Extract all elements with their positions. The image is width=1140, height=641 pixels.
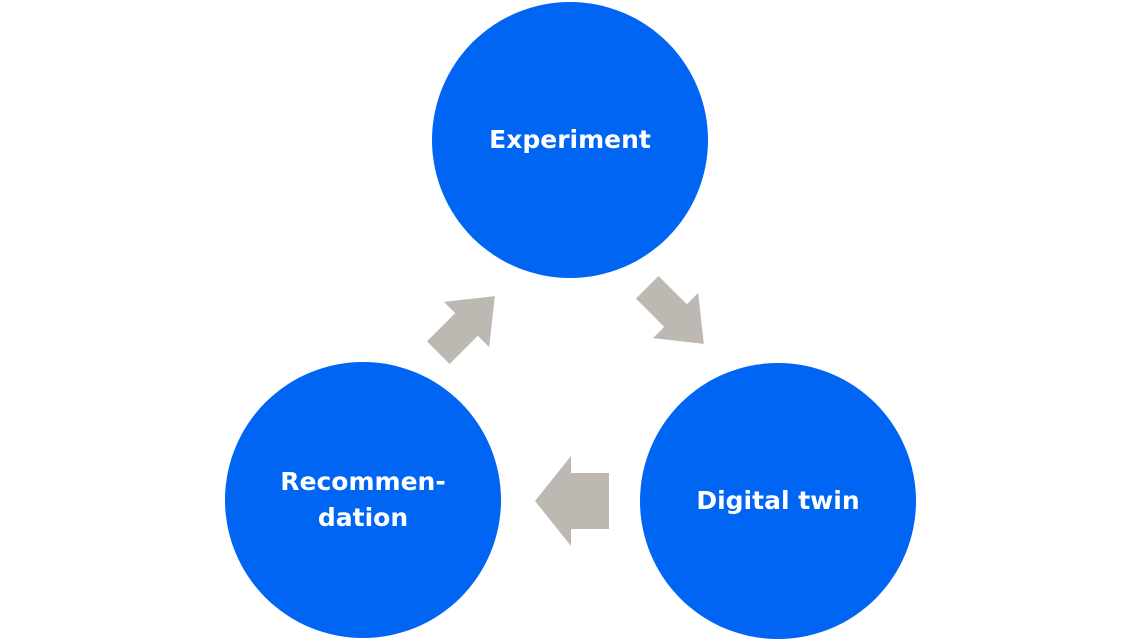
arrow-digital-twin-to-recommendation [535, 456, 609, 546]
node-label-digital-twin: Digital twin [696, 486, 860, 515]
node-label-experiment: Experiment [489, 125, 651, 154]
arrow-recommendation-to-experiment [426, 296, 495, 365]
node-label-recommendation: Recommen- dation [280, 467, 446, 532]
arrow-experiment-to-digital-twin [635, 275, 704, 344]
node-experiment: Experiment [432, 2, 708, 278]
node-digital-twin: Digital twin [640, 363, 916, 639]
node-recommendation: Recommen- dation [225, 362, 501, 638]
